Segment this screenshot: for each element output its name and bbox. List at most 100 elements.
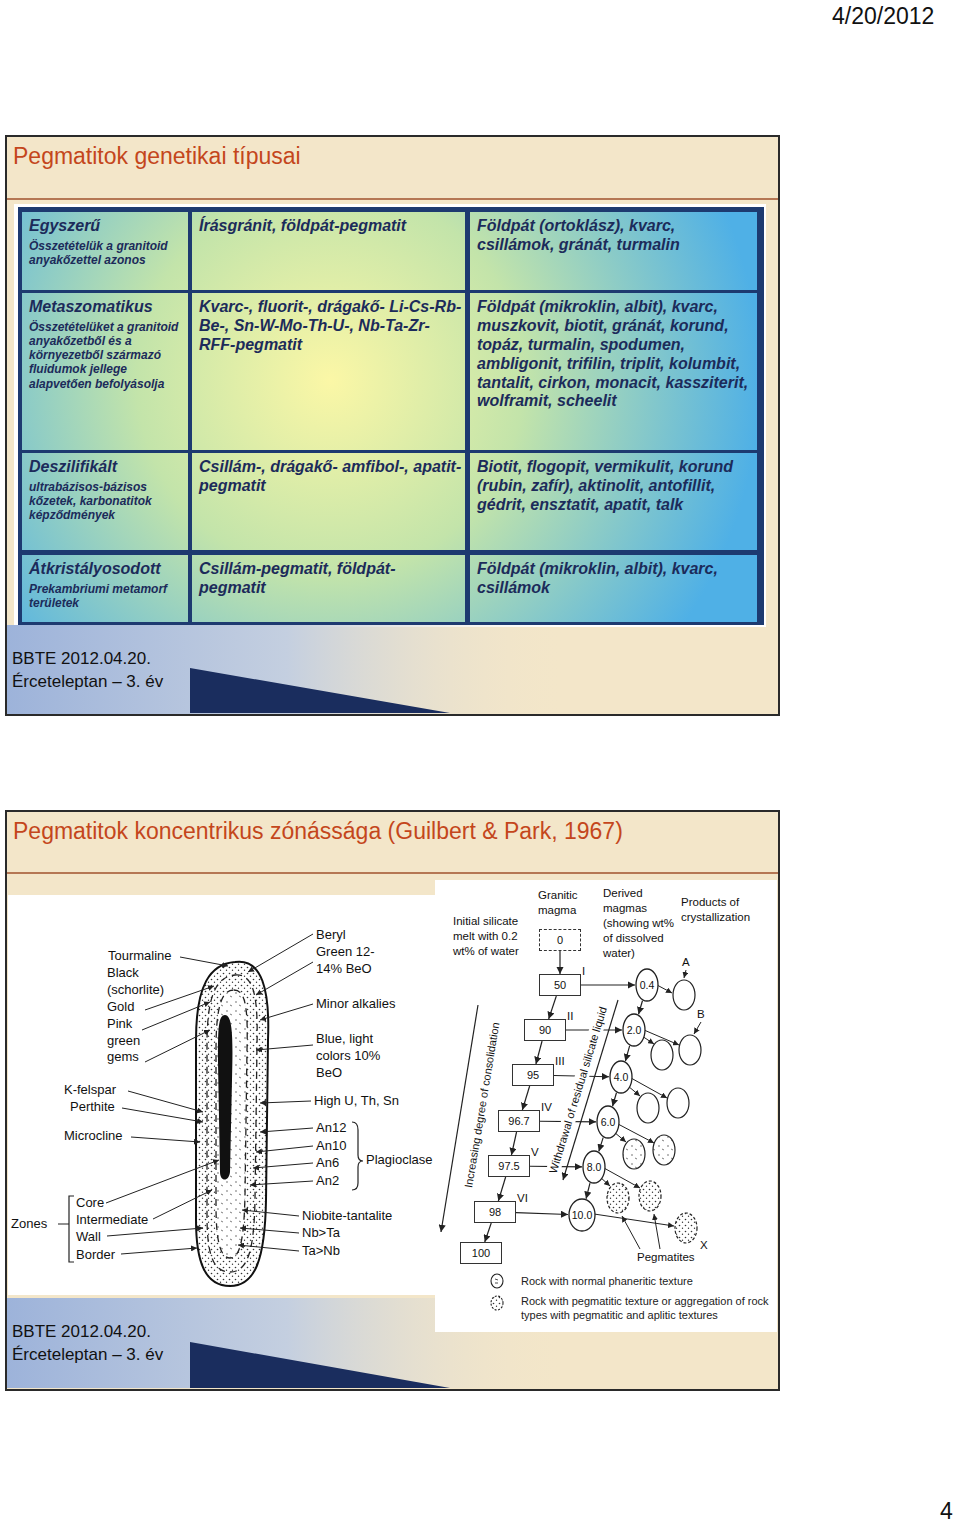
table-grid	[470, 293, 757, 450]
table-cell: MetaszomatikusÖsszetételüket a granitoid…	[24, 295, 190, 452]
mineral-note: Nb>Ta	[302, 1225, 340, 1242]
leader-line	[145, 1030, 210, 1062]
stage-number: III	[555, 1054, 565, 1069]
cell-text: Biotit, flogopit, vermikulit, korund (ru…	[477, 458, 754, 515]
legend-entry: Rock with pegmatitic texture or aggregat…	[521, 1294, 775, 1323]
product-arrow	[631, 1078, 667, 1098]
table-cell: ÁtkristályosodottPrekambriumi metamorf t…	[24, 557, 190, 624]
flow-arrow	[536, 1041, 542, 1064]
ellipse-outline	[636, 969, 658, 1001]
melt-box: 0	[539, 929, 581, 951]
melt-box: 90	[524, 1019, 566, 1041]
table-cell: Írásgránit, földpát-pegmatit	[194, 214, 467, 292]
leader-line	[121, 1248, 197, 1254]
cell-body: Összetételüket a granitoid anyakőzetből …	[29, 320, 185, 391]
bracket	[352, 1122, 363, 1190]
table-cell: Földpát (mikroklin, albit), kvarc, csill…	[472, 557, 759, 624]
stage-number: II	[567, 1009, 573, 1024]
product-circle	[673, 980, 695, 1010]
trend-arrow	[441, 1000, 618, 1232]
table-grid	[22, 453, 188, 550]
mineral-label: Tourmaline	[108, 948, 172, 965]
legend-sample	[495, 1279, 498, 1283]
leader-line	[253, 1163, 313, 1168]
product-arrow	[694, 1022, 701, 1034]
derived-magma-circle: 2.0	[622, 1013, 646, 1047]
table-grid	[22, 212, 188, 290]
table-grid	[192, 293, 465, 450]
zone-label: Border	[76, 1247, 115, 1264]
flow-arrow	[599, 1138, 603, 1152]
plagioclase-composition: An6	[316, 1155, 339, 1172]
zone-label: Intermediate	[76, 1212, 148, 1229]
table-cell: Csillám-pegmatit, földpát-pegmatit	[194, 557, 467, 624]
pegmatite-section	[196, 962, 268, 1286]
footer-band	[190, 668, 450, 713]
mineral-note: Minor alkalies	[316, 996, 395, 1013]
diagram-heading: Products of crystallization	[681, 895, 759, 925]
melt-box: 98	[474, 1201, 516, 1223]
cell-text: Kvarc-, fluorit-, drágakő- Li-Cs-Rb-Be-,…	[199, 298, 462, 355]
consolidation-value: 98	[489, 1206, 501, 1218]
slide-title: Pegmatitok koncentrikus zónássága (Guilb…	[13, 818, 623, 845]
water-content: 8.0	[587, 1161, 602, 1173]
product-arrow	[654, 1214, 660, 1249]
cell-body: ultrabázisos-bázisos kőzetek, karbonatit…	[29, 480, 185, 522]
cell-body: Összetételük a granitoid anyakőzettel az…	[29, 239, 185, 267]
water-content: 10.0	[572, 1209, 592, 1221]
slide-frame: Pegmatitok genetikai típusaiEgyszerűÖssz…	[5, 135, 780, 716]
consolidation-value: 100	[472, 1247, 490, 1259]
zone-label: Zones	[11, 1216, 47, 1233]
table-grid	[470, 555, 757, 622]
product-circle	[675, 1213, 697, 1243]
leader-line	[180, 957, 228, 966]
diagram-heading: Granitic magma	[538, 888, 588, 918]
leader-line	[107, 1228, 203, 1236]
footer-text: BBTE 2012.04.20. Érceteleptan – 3. év	[12, 647, 187, 693]
consolidation-value: 96.7	[508, 1115, 529, 1127]
slide-background	[7, 198, 778, 200]
plagioclase-composition: An12	[316, 1120, 346, 1137]
leader-line	[250, 1181, 313, 1185]
water-content: 2.0	[627, 1024, 642, 1036]
pegmatite-section	[196, 962, 268, 1286]
slide-background	[5, 135, 780, 716]
table-grid	[22, 293, 188, 450]
legend-sample	[491, 1274, 503, 1310]
product-circle	[667, 1088, 689, 1118]
ellipse-outline	[610, 1061, 632, 1093]
product-arrow	[657, 985, 672, 993]
cell-heading: Átkristályosodott	[29, 560, 185, 579]
mineral-label: K-felspar	[64, 1082, 116, 1099]
water-content: 6.0	[601, 1116, 616, 1128]
pegmatite-section	[207, 975, 257, 1272]
footer-band	[190, 1342, 450, 1388]
mineral-label: Beryl	[316, 927, 346, 944]
melt-box: 96.7	[498, 1110, 540, 1132]
derived-magma-circle: 0.4	[635, 968, 659, 1002]
leader-line	[131, 1137, 200, 1142]
cell-heading: Deszilifikált	[29, 458, 185, 477]
flow-arrow	[498, 1177, 505, 1201]
cell-text: Földpát (ortoklász), kvarc, csillámok, g…	[477, 217, 754, 255]
table-grid	[14, 204, 766, 627]
leader-line	[242, 1210, 299, 1216]
bracket	[58, 1196, 74, 1262]
mineral-note: Ta>Nb	[302, 1243, 340, 1260]
cell-text: Földpát (mikroklin, albit), kvarc, csill…	[477, 560, 754, 598]
table-cell: Kvarc-, fluorit-, drágakő- Li-Cs-Rb-Be-,…	[194, 295, 467, 452]
cell-text: Írásgránit, földpát-pegmatit	[199, 217, 462, 236]
mineral-note: Blue, light colors 10% BeO	[316, 1031, 384, 1082]
slide-background	[7, 872, 778, 874]
ellipse-outline	[583, 1151, 605, 1183]
product-letter: B	[697, 1007, 705, 1022]
derived-magma-circle: 10.0	[568, 1198, 596, 1232]
cell-heading: Metaszomatikus	[29, 298, 185, 317]
stage-number: V	[531, 1145, 539, 1160]
flow-arrow	[559, 951, 560, 974]
flow-arrow	[516, 1213, 568, 1215]
table-cell: EgyszerűÖsszetételük a granitoid anyakőz…	[24, 214, 190, 292]
table-grid	[470, 453, 757, 550]
consolidation-value: 95	[527, 1069, 539, 1081]
